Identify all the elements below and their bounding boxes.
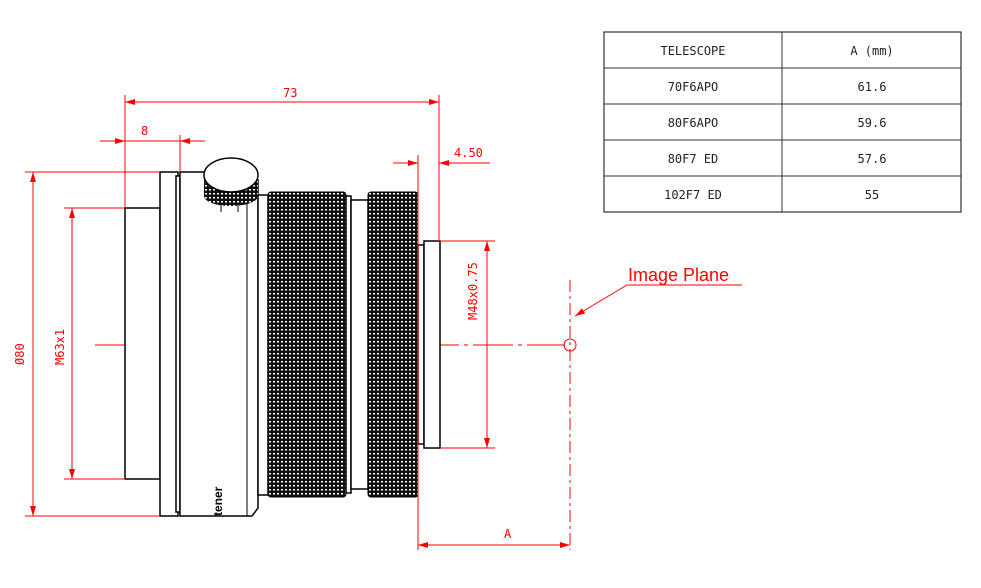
table-cell: 102F7 ED	[664, 188, 722, 202]
gap-sleeve	[350, 199, 369, 490]
dim-73: 73	[283, 86, 297, 100]
lock-knob	[203, 157, 259, 212]
table-cell: 55	[865, 188, 879, 202]
rear-step	[417, 244, 425, 445]
table-cell: 59.6	[858, 116, 887, 130]
front-tube	[124, 207, 161, 480]
focus-knob-knurl	[267, 191, 347, 498]
dim-a: A	[504, 527, 512, 541]
neck	[257, 194, 269, 496]
rotator-knurl	[367, 191, 419, 498]
dim-8: 8	[141, 124, 148, 138]
image-plane-marker	[563, 338, 577, 352]
focuser-body	[179, 171, 259, 517]
image-plane-label: Image Plane	[628, 265, 729, 285]
brand-logo: tener	[211, 486, 225, 516]
back-focus-table: TELESCOPE A (mm) 70F6APO 61.6 80F6APO 59…	[603, 31, 962, 213]
table-header-telescope: TELESCOPE	[660, 44, 725, 58]
table-cell: 80F7 ED	[668, 152, 719, 166]
rear-tube	[423, 240, 441, 449]
table-header-a: A (mm)	[850, 44, 893, 58]
table-cell: 61.6	[858, 80, 887, 94]
dim-diameter-80: Ø80	[13, 343, 27, 365]
table-cell: 80F6APO	[668, 116, 719, 130]
table-cell: 57.6	[858, 152, 887, 166]
dim-4-50: 4.50	[454, 146, 483, 160]
table-cell: 70F6APO	[668, 80, 719, 94]
dim-m48: M48x0.75	[466, 262, 480, 320]
image-plane-leader	[574, 284, 742, 317]
dim-m63: M63x1	[53, 329, 67, 365]
